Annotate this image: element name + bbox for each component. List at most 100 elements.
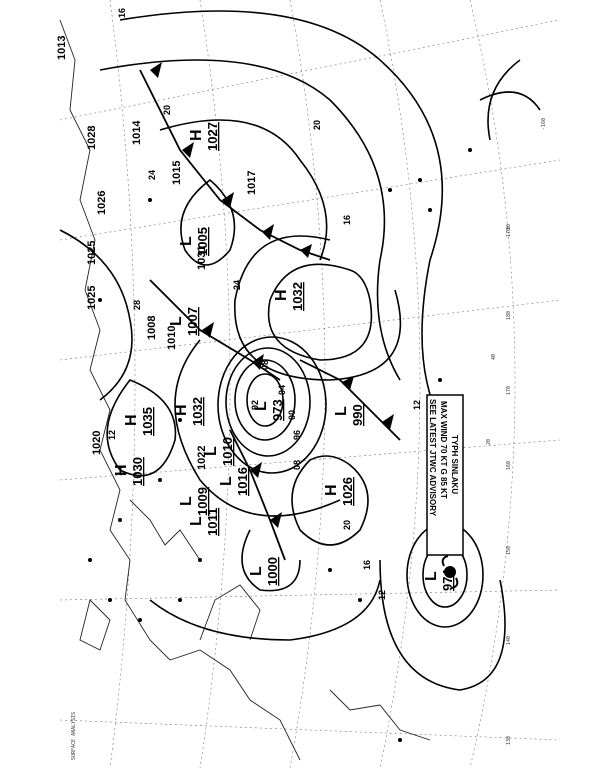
- pressure-center-symbol: H: [188, 129, 205, 141]
- pressure-center-symbol: L: [253, 401, 270, 411]
- pressure-center-value: 1032: [290, 282, 305, 311]
- isobar-label: 12: [412, 400, 422, 410]
- isobar-label: 12: [377, 590, 387, 600]
- isobar-label: 20: [342, 520, 352, 530]
- longitude-label: 180: [506, 311, 512, 320]
- pressure-center-value: 1027: [205, 122, 220, 151]
- longitude-label: 160: [506, 461, 512, 470]
- pressure-center-value: 1005: [195, 227, 210, 256]
- pressure-center-symbol: H: [113, 464, 130, 476]
- latitude-label: 30: [506, 224, 512, 230]
- station-plots: [88, 148, 472, 742]
- pressure-center-symbol: L: [178, 496, 195, 506]
- isobar-label: 1026: [96, 191, 108, 215]
- pressure-center-value: 990: [350, 404, 365, 426]
- longitude-label: -160: [541, 118, 547, 130]
- isobar-value-labels: 1620242812080400969216202412081620121028…: [56, 8, 422, 600]
- isobar-label: 12: [107, 430, 117, 440]
- advisory-line-3: SEE LATEST JTWC ADVISORY: [428, 399, 437, 517]
- pressure-center-symbol: H: [123, 414, 140, 426]
- pressure-center-symbol: L: [333, 406, 350, 416]
- pressure-center-value: 1000: [265, 557, 280, 586]
- latitude-label: 20: [486, 439, 492, 445]
- pressure-center-symbol: L: [218, 476, 235, 486]
- pressure-center-value: 1010: [220, 437, 235, 466]
- typhoon-symbol-icon: [441, 555, 459, 589]
- isobar-label: 24: [232, 280, 242, 290]
- pressure-center-symbol: L: [423, 571, 440, 581]
- coastlines: [59, 19, 431, 761]
- typhoon-advisory-box: TYPH SINLAKU MAX WIND 70 KT G 85 KT SEE …: [426, 394, 464, 556]
- pressure-center-symbol: L: [248, 566, 265, 576]
- isobar-label: 1022: [196, 446, 208, 470]
- footer-text: SURFACE ANALYSIS: [71, 712, 77, 760]
- isobar-label: 1010: [166, 326, 178, 350]
- isobar-label: 1017: [246, 171, 258, 195]
- pressure-center-symbol: L: [168, 316, 185, 326]
- isobar-label: 16: [342, 215, 352, 225]
- isobar-label: 28: [132, 300, 142, 310]
- isobars: [59, 10, 541, 691]
- isobar-label: 1028: [86, 126, 98, 150]
- isobar-label: 20: [162, 105, 172, 115]
- graticule: [59, 0, 561, 768]
- isobar-label: 1031: [196, 246, 208, 270]
- isobar-label: 16: [117, 8, 127, 18]
- isobar-label: 00: [287, 410, 297, 420]
- isobar-label: 08: [292, 460, 302, 470]
- fronts: [139, 62, 401, 561]
- longitude-label: 150: [506, 546, 512, 555]
- isobar-label: 1020: [91, 431, 103, 455]
- pressure-center-value: 1011: [205, 508, 220, 536]
- pressure-center-symbol: L: [178, 236, 195, 246]
- pressure-center-value: 1009: [195, 487, 210, 516]
- longitude-labels: 130 140 150 160 170 180 -170 -160 20 30 40: [486, 118, 547, 745]
- isobar-label: 1014: [131, 120, 143, 145]
- isobar-label: 24: [147, 170, 157, 180]
- isobar-label: 1025: [86, 241, 98, 265]
- pressure-center-value: 1035: [140, 407, 155, 436]
- longitude-label: 140: [506, 636, 512, 645]
- isobar-label: 04: [277, 385, 287, 395]
- pressure-center-symbol: L: [188, 516, 205, 526]
- longitude-label: 130: [506, 736, 512, 745]
- isobar-label: 1015: [171, 161, 183, 185]
- pressure-center-value: 1030: [130, 457, 145, 486]
- pressure-center-value: 1032: [190, 397, 205, 426]
- isobar-label: 1025: [86, 286, 98, 310]
- pressure-center-symbol: H: [273, 289, 290, 301]
- advisory-line-2: MAX WIND 70 KT G 85 KT: [439, 401, 448, 499]
- chart-footer: SURFACE ANALYSIS: [71, 712, 77, 760]
- pressure-center-symbol: L: [203, 446, 220, 456]
- isobar-label: 92: [250, 400, 260, 410]
- isobar-label: 1008: [146, 316, 158, 340]
- pressure-center-value: 1026: [340, 477, 355, 506]
- pressure-center-value: 1016: [235, 467, 250, 496]
- isobar-label: 08: [260, 360, 270, 370]
- pressure-center-value: 973: [270, 399, 285, 421]
- longitude-label: -170: [506, 228, 512, 240]
- longitude-label: 170: [506, 386, 512, 395]
- pressure-center-symbol: H: [173, 404, 190, 416]
- latitude-label: 40: [491, 354, 497, 360]
- isobar-label: 96: [292, 430, 302, 440]
- pressure-center-value: 1007: [185, 307, 200, 336]
